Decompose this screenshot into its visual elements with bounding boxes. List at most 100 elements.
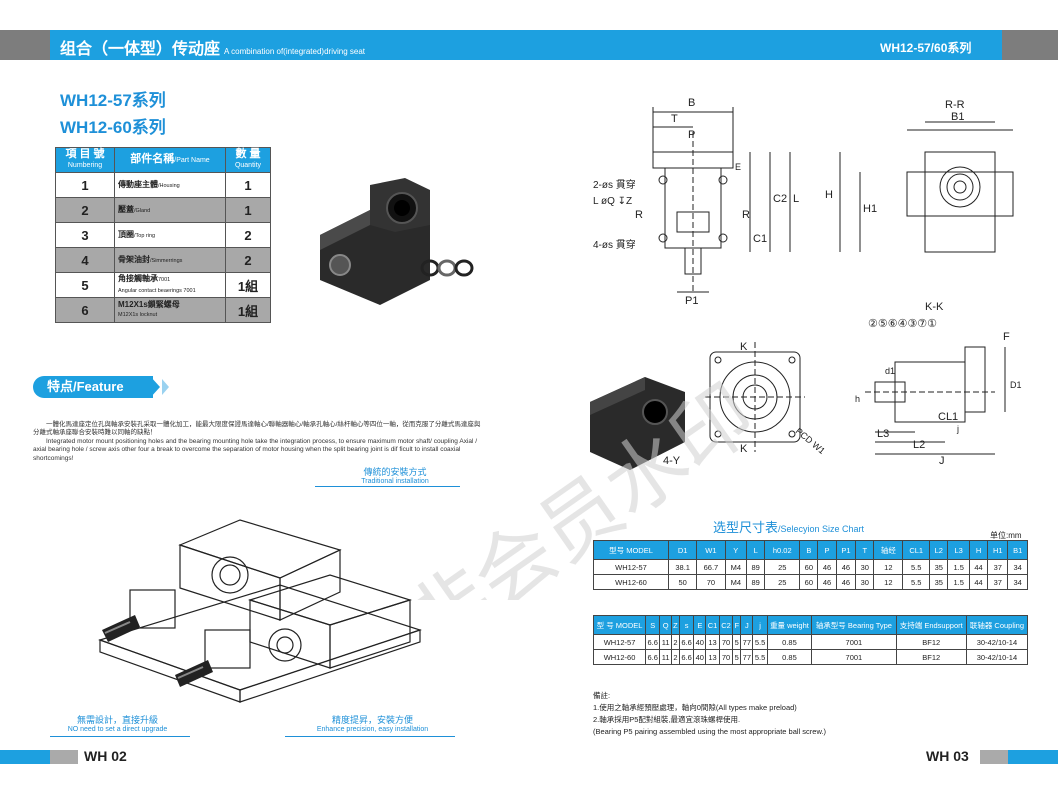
cell: WH12-57 <box>592 634 647 650</box>
cell: 30 <box>855 574 875 590</box>
cell: 6.6 <box>645 634 661 650</box>
note-line: 1.使用之軸承經預壓處理，軸向0間隙(All types make preloa… <box>593 703 797 712</box>
cell: 2 <box>670 634 680 650</box>
assembly-illustration <box>98 519 422 703</box>
th: j <box>752 615 768 635</box>
cell: 37 <box>987 574 1009 590</box>
label-d1: d1 <box>885 366 895 376</box>
part-qty: 1 <box>225 197 271 223</box>
th: H <box>968 540 989 560</box>
th: 支持端 Endsupport <box>895 615 967 635</box>
th: L <box>746 540 766 560</box>
part-num: 4 <box>55 247 115 273</box>
label-P: P <box>688 129 695 141</box>
caption-line <box>315 486 460 487</box>
label-L: L <box>793 193 799 205</box>
part-qty: 2 <box>225 222 271 248</box>
cell: 12 <box>873 574 904 590</box>
cell: 30-42/10-14 <box>965 634 1029 650</box>
parts-header-name: 部件名稱/Part Name <box>114 147 226 173</box>
part-qty: 1 <box>225 172 271 198</box>
th: F <box>732 615 742 635</box>
cell: 77 <box>740 649 754 665</box>
th: L2 <box>929 540 949 560</box>
cell: 89 <box>746 574 766 590</box>
label-KK: K-K <box>925 301 944 313</box>
label-h: h <box>855 394 860 404</box>
cell: 30-42/10-14 <box>965 649 1029 665</box>
cell: 12 <box>873 559 904 575</box>
th: T <box>855 540 875 560</box>
label-K-top: K <box>740 341 748 353</box>
footer-bar-right <box>1008 750 1058 764</box>
label-hole3: 4-øs 貫穿 <box>593 238 636 251</box>
cell: 40 <box>693 649 707 665</box>
cell: 44 <box>968 574 989 590</box>
label-K-bottom: K <box>740 443 748 455</box>
th: Q <box>659 615 672 635</box>
series-2: WH12-60系列 <box>60 118 166 137</box>
part-num: 3 <box>55 222 115 248</box>
table-row: 4 骨架油封/Simmerrings 2 <box>55 247 271 273</box>
header-bar-right <box>1002 30 1058 60</box>
th: s <box>678 615 695 635</box>
label-T: T <box>671 113 678 125</box>
cell: 1.5 <box>947 559 970 575</box>
footer-bar-left <box>0 750 50 764</box>
header-series: WH12-57/60系列 <box>880 41 972 55</box>
part-name: 壓蓋/Gland <box>114 197 226 223</box>
label-L2: L2 <box>913 439 925 451</box>
table-row: 1 傳動座主體/Housing 1 <box>55 172 271 198</box>
part-num: 1 <box>55 172 115 198</box>
cell: 6.6 <box>645 649 661 665</box>
label-hole1: 2-øs 貫穿 <box>593 178 636 191</box>
feature-arrow-icon <box>150 376 160 398</box>
label-F: F <box>1003 331 1010 343</box>
th: B <box>799 540 819 560</box>
cell: 6.6 <box>678 634 695 650</box>
cell: 44 <box>968 559 989 575</box>
th: Z <box>670 615 680 635</box>
th-model: 型 号 MODEL <box>592 615 647 635</box>
label-hole2: L øQ ↧Z <box>593 196 632 207</box>
notes: 備註: 1.使用之軸承經預壓處理，軸向0間隙(All types make pr… <box>593 690 826 738</box>
label-Y: 4-Y <box>663 455 681 467</box>
label-C1: C1 <box>753 233 767 245</box>
part-qty: 2 <box>225 247 271 273</box>
table-row: 2 壓蓋/Gland 1 <box>55 197 271 223</box>
cell: 1.5 <box>947 574 970 590</box>
cell: M4 <box>724 574 748 590</box>
cell: 35 <box>929 559 949 575</box>
cell: 6.6 <box>678 649 695 665</box>
caption-line <box>50 736 190 737</box>
label-B1: B1 <box>951 111 964 123</box>
cell: BF12 <box>895 634 967 650</box>
watermark-text: 非会员水印 <box>392 368 771 600</box>
cell: 7001 <box>811 649 897 665</box>
cell: 46 <box>835 559 857 575</box>
title-en: A combination of(integrated)driving seat <box>224 47 365 56</box>
note-line: 2.軸承採用P5配對組裝,最適宜滾珠螺桿使用. <box>593 715 741 724</box>
series-1: WH12-57系列 <box>60 91 166 110</box>
cell: 60 <box>799 574 819 590</box>
label-J: J <box>939 455 945 467</box>
th: P1 <box>835 540 857 560</box>
note-line: (Bearing P5 pairing assembled using the … <box>593 727 827 736</box>
cell: 13 <box>705 649 720 665</box>
th: Y <box>724 540 748 560</box>
th: CL1 <box>902 540 931 560</box>
page-number-right: WH 03 <box>926 748 969 764</box>
cell: 70 <box>696 574 726 590</box>
cell: 5 <box>732 634 742 650</box>
unit-label: 单位:mm <box>990 531 1022 540</box>
